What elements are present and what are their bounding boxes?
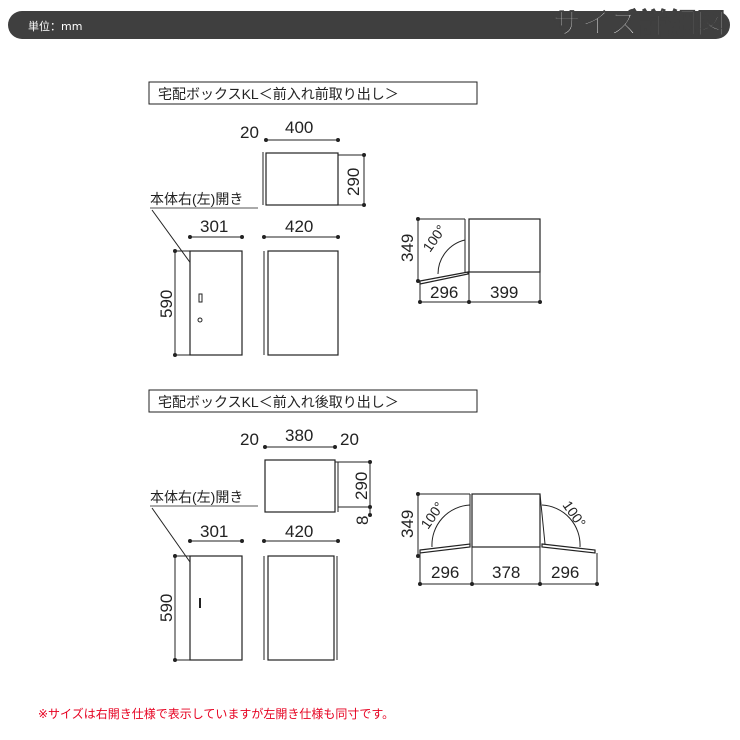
dim-depth: 290 bbox=[344, 168, 363, 196]
front-view-1 bbox=[189, 250, 243, 356]
top-view-box-2 bbox=[264, 459, 336, 513]
dim-side-right: 20 bbox=[340, 430, 359, 449]
side-width-1: 420 bbox=[285, 217, 313, 236]
front-height-1: 590 bbox=[157, 290, 176, 318]
side-view-1 bbox=[267, 250, 339, 356]
opening-label-1: 本体右(左)開き bbox=[150, 191, 243, 207]
side-view-2 bbox=[267, 555, 335, 661]
plan-body-width-2: 378 bbox=[492, 563, 520, 582]
side-width-2: 420 bbox=[285, 522, 313, 541]
top-view-box-1 bbox=[265, 152, 339, 206]
plan-angle-left: 100° bbox=[417, 499, 447, 532]
opening-label-2: 本体右(左)開き bbox=[150, 489, 243, 505]
plan-body-2 bbox=[471, 493, 541, 548]
front-width-2: 301 bbox=[200, 522, 228, 541]
dim-side-left: 20 bbox=[240, 430, 259, 449]
dim-side: 20 bbox=[240, 123, 259, 142]
plan-depth-1: 349 bbox=[398, 234, 417, 262]
plan-door-left: 296 bbox=[431, 563, 459, 582]
section-2-title-box bbox=[148, 389, 478, 413]
section-1: 宅配ボックスKL＜前入れ前取り出し＞ 20 400 290 本体右(左)開き 3… bbox=[148, 81, 542, 357]
dim-gap: 8 bbox=[353, 516, 372, 525]
plan-depth-2: 349 bbox=[398, 510, 417, 538]
header-bar bbox=[8, 11, 730, 39]
dim-width: 400 bbox=[285, 118, 313, 137]
plan-body-1 bbox=[468, 218, 541, 273]
section-1-title: 宅配ボックスKL＜前入れ前取り出し＞ bbox=[158, 86, 399, 102]
unit-label: 単位：mm bbox=[28, 20, 83, 33]
plan-door-1: 296 bbox=[430, 283, 458, 302]
section-2-title: 宅配ボックスKL＜前入れ後取り出し＞ bbox=[158, 394, 399, 410]
section-2: 宅配ボックスKL＜前入れ後取り出し＞ 20 380 20 290 8 本体右(左… bbox=[148, 389, 599, 662]
dim-width-2: 380 bbox=[285, 426, 313, 445]
front-width-1: 301 bbox=[200, 217, 228, 236]
plan-angle-right: 100° bbox=[560, 498, 590, 531]
plan-door-right: 296 bbox=[551, 563, 579, 582]
front-height-2: 590 bbox=[157, 594, 176, 622]
dim-depth-2: 290 bbox=[352, 472, 371, 500]
page-title: サイズ詳細図 bbox=[552, 7, 726, 41]
front-view-2 bbox=[189, 555, 243, 661]
footnote: ※サイズは右開き仕様で表示していますが左開き仕様も同寸です。 bbox=[38, 707, 395, 721]
plan-body-width-1: 399 bbox=[490, 283, 518, 302]
section-1-title-box bbox=[148, 81, 478, 105]
plan-angle-1: 100° bbox=[419, 222, 449, 255]
